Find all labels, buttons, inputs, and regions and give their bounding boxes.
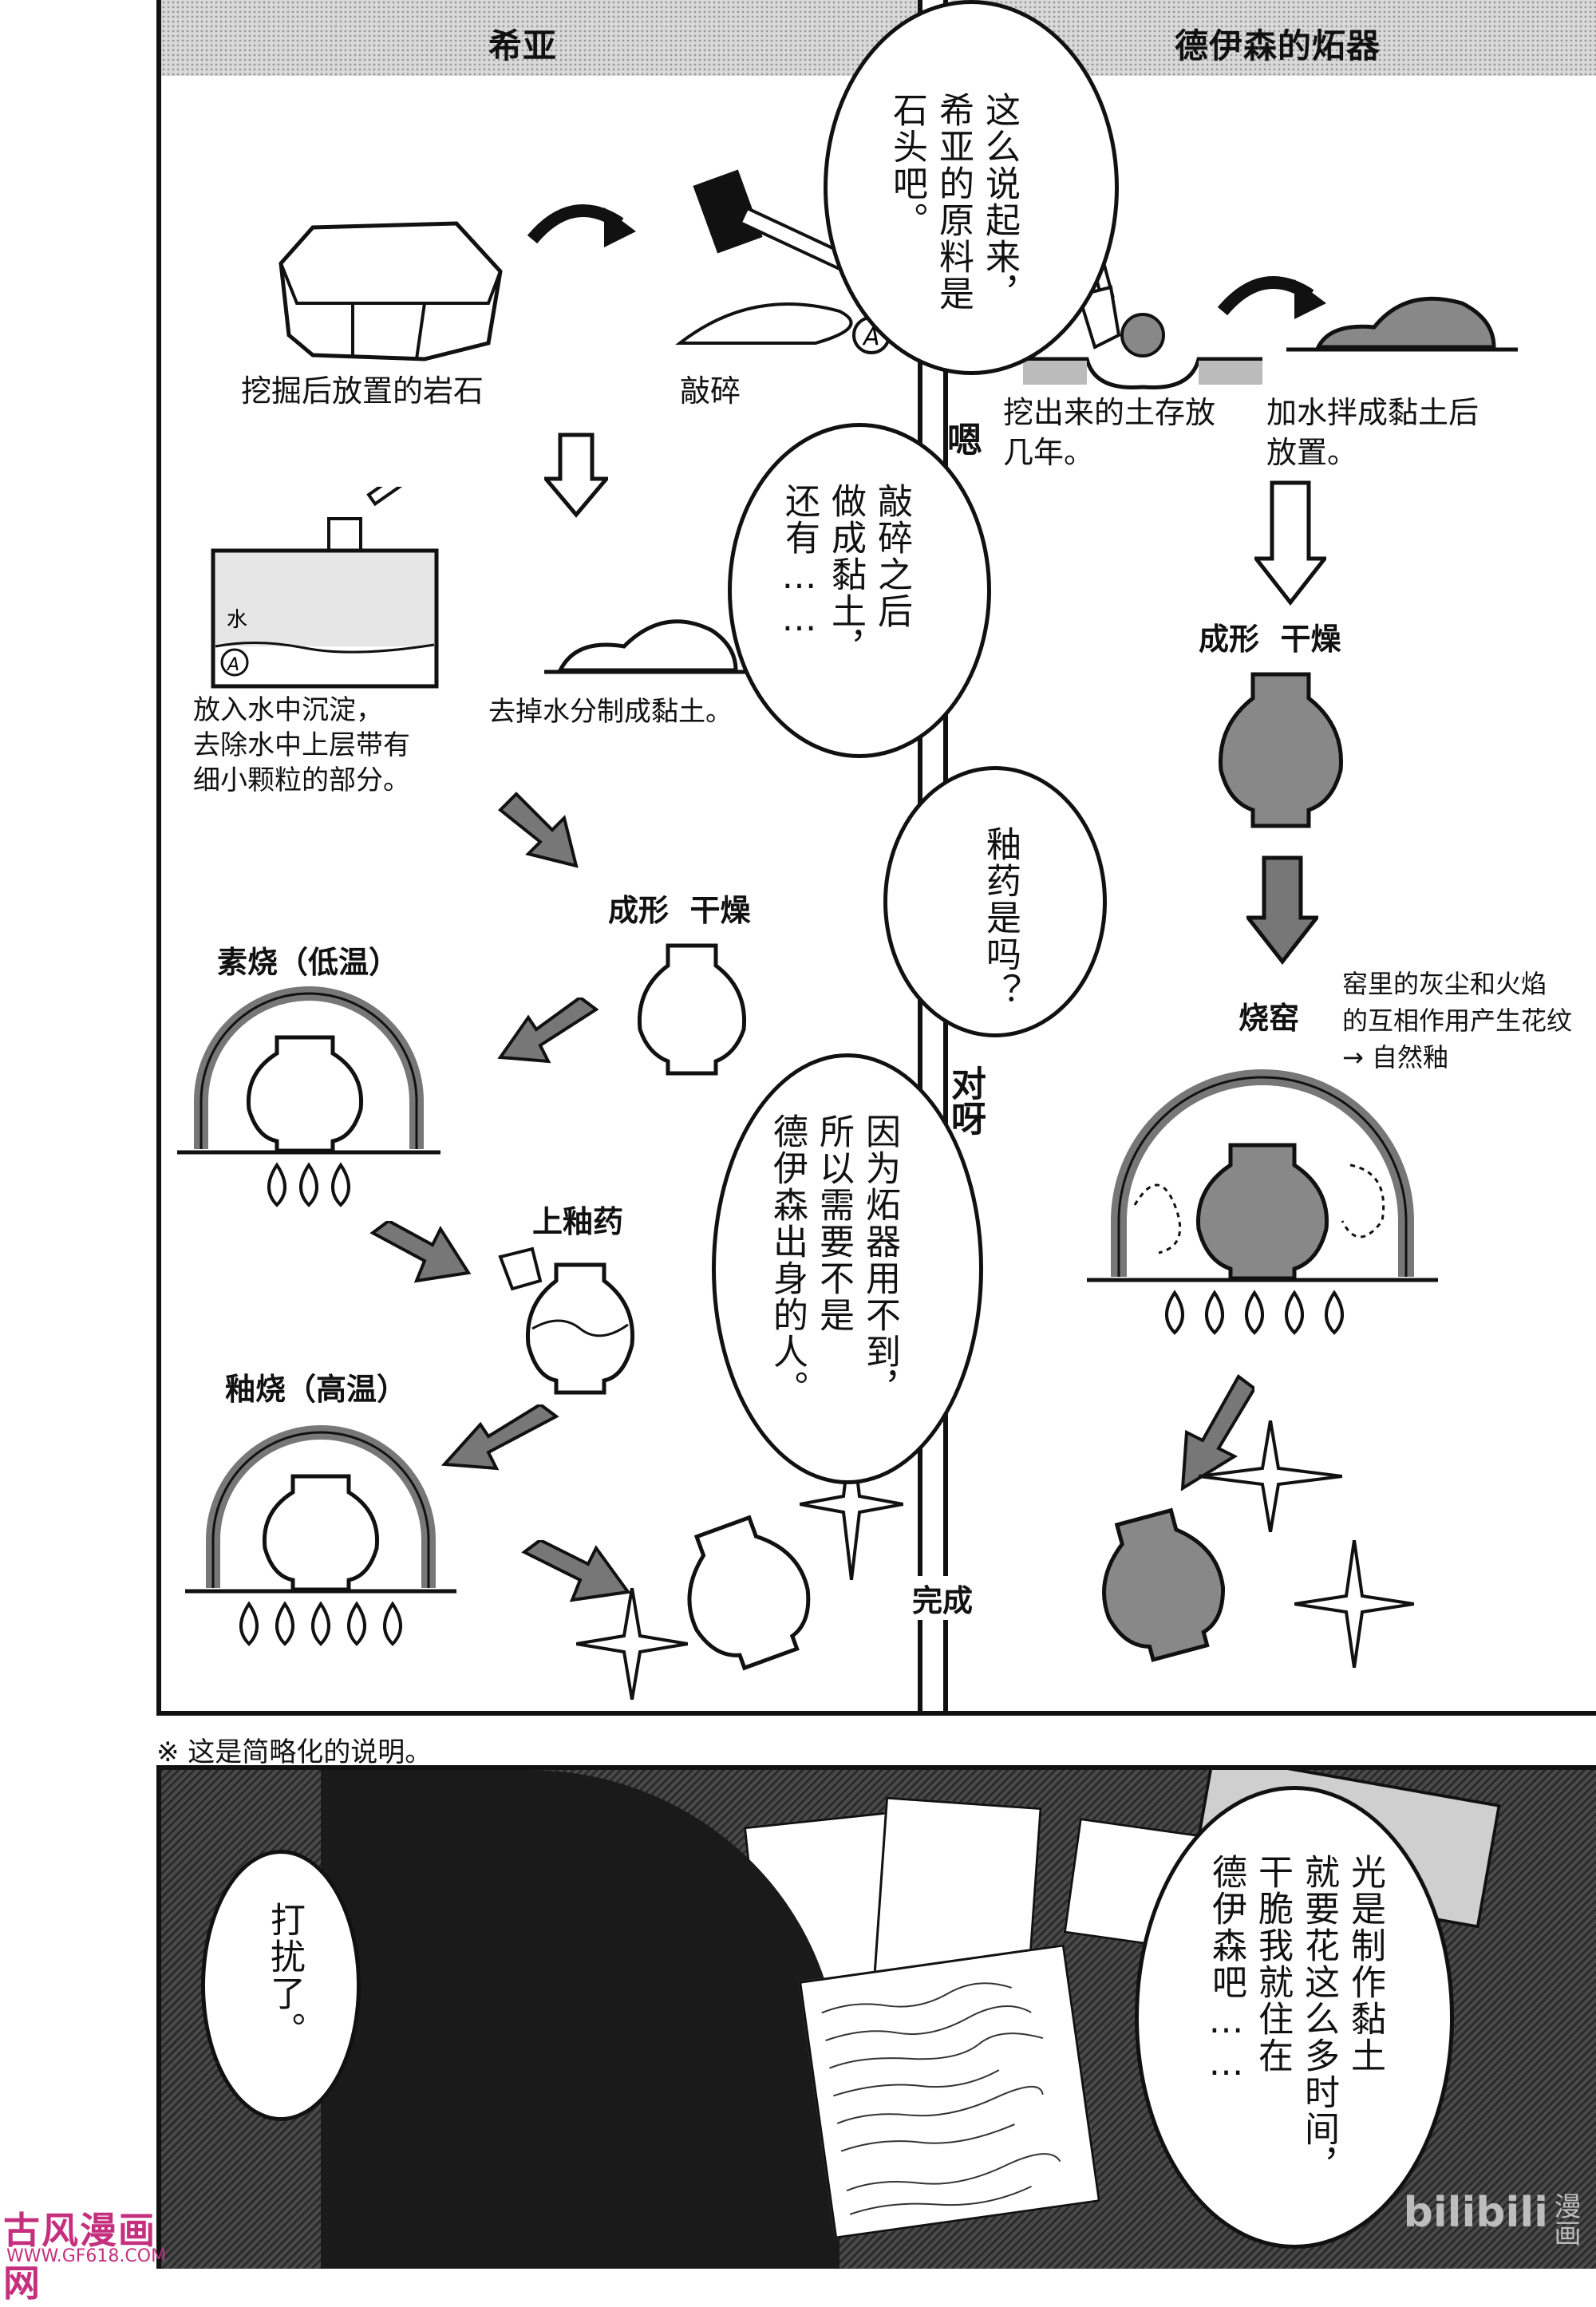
speech-bubble-live-in-deisen: 光是制作黏土 就要花这么多时间， 干脆我就住在 德伊森吧…… (1135, 1786, 1454, 2249)
clay-caption: 去掉水分制成黏土。 (488, 696, 733, 728)
sfx-duiya: 对呀 (945, 1065, 986, 1136)
bubble-text-glaze-question: 釉药是吗？ (980, 826, 1021, 1009)
handwritten-letter (798, 1944, 1101, 2239)
down-arrow-icon (544, 433, 608, 518)
diagram-panel: 希亚 德伊森的炻器 挖掘后放置的岩石 A 敲碎 水 A 放入水中沉淀， 去除水中 (156, 0, 1596, 1716)
speech-bubble-excuse-me: 打扰了。 (201, 1850, 361, 2121)
down-arrow-icon-2 (1254, 480, 1326, 606)
mix-caption: 加水拌成黏土后 放置。 (1266, 395, 1479, 470)
bubble-text-live-in-deisen: 光是制作黏土 就要花这么多时间， 干脆我就住在 德伊森吧…… (1206, 1854, 1385, 2184)
glaze-kiln-illustration (185, 1425, 456, 1646)
diagonal-arrow-icon-4 (1180, 1374, 1254, 1491)
footnote: ※ 这是简略化的说明。 (156, 1736, 433, 1768)
vase-glazing-illustration (498, 1246, 635, 1395)
right-shape-dry-label: 成形 干燥 (1199, 622, 1341, 657)
scene-panel: 打扰了。 光是制作黏土 就要花这么多时间， 干脆我就住在 德伊森吧…… bili… (156, 1765, 1596, 2269)
marker-a-text-2: A (226, 655, 239, 675)
bubble-text-outsider: 因为炻器用不到， 所以需要不是 德伊森出身的人。 (767, 1113, 900, 1407)
rock-illustration (279, 221, 503, 361)
settling-tank-illustration: 水 A (211, 487, 439, 689)
curved-arrow-icon-2 (1217, 276, 1326, 319)
sparkle-icon-3 (1199, 1420, 1342, 1532)
sparkle-icon-4 (1294, 1540, 1414, 1668)
diagonal-arrow-icon-2 (369, 1221, 472, 1283)
sparkle-icon-2 (800, 1428, 903, 1580)
site-url: WWW.GF618.COM (6, 2246, 167, 2266)
left-arrow-icon (497, 997, 599, 1064)
speech-bubble-crush-clay: 敲碎之后 做成黏土， 还有…… (728, 423, 991, 758)
glaze-fire-label: 釉烧（高温） (225, 1372, 408, 1407)
site-watermark: 古风漫画网 WWW.GF618.COM (0, 2202, 176, 2305)
finished-vase-left-illustration (687, 1515, 811, 1671)
bisque-fire-label: 素烧（低温） (217, 945, 400, 980)
left-header-band (161, 0, 919, 76)
left-margin (0, 0, 156, 2269)
bubble-text-crush-clay: 敲碎之后 做成黏土， 还有…… (779, 483, 912, 666)
right-column-title: 德伊森的炻器 (1175, 26, 1381, 65)
speech-bubble-raw-material: 这么说起来， 希亚的原料是 石头吧。 (824, 0, 1119, 375)
bilibili-manga-label: 漫画 (1549, 2192, 1581, 2246)
bilibili-logo: bilibili (1403, 2189, 1548, 2237)
left-column-title: 希亚 (488, 26, 558, 65)
flame-icon-group (267, 1162, 350, 1207)
rock-caption: 挖掘后放置的岩石 (241, 373, 484, 409)
vase-gray-illustration (1219, 672, 1343, 828)
water-label-text: 水 (227, 608, 247, 632)
speech-bubble-outsider: 因为炻器用不到， 所以需要不是 德伊森出身的人。 (712, 1053, 983, 1484)
kiln-note: 窑里的灰尘和火焰 的互相作用产生花纹 → 自然釉 (1342, 969, 1573, 1073)
gray-clay-illustration (1286, 296, 1518, 352)
wood-kiln-illustration (1087, 1069, 1438, 1335)
finish-label: 完成 (907, 1576, 978, 1620)
diagonal-arrow-icon-3 (521, 1540, 631, 1602)
bisque-kiln-illustration (177, 986, 440, 1207)
curved-arrow-icon (527, 204, 636, 247)
vase-dried-illustration (637, 943, 747, 1076)
letter-scribbles (821, 1982, 1061, 2215)
crush-caption: 敲碎 (680, 373, 741, 409)
bubble-text-raw-material: 这么说起来， 希亚的原料是 石头吧。 (887, 92, 1020, 312)
finished-vase-right-illustration (1102, 1507, 1226, 1662)
speech-bubble-glaze-question: 釉药是吗？ (883, 766, 1107, 1037)
bubble-text-excuse-me: 打扰了。 (264, 1902, 305, 2048)
diagonal-arrow-icon (498, 792, 579, 868)
sfx-en: 嗯 (941, 421, 982, 456)
settle-caption: 放入水中沉淀， 去除水中上层带有 细小颗粒的部分。 (193, 694, 410, 796)
flame-icon-group-3 (1165, 1290, 1344, 1335)
sparkle-icon (576, 1588, 688, 1700)
flame-icon-group-2 (239, 1601, 402, 1646)
down-arrow-icon-3 (1246, 855, 1318, 966)
left-shape-dry-label: 成形 干燥 (608, 893, 751, 928)
dig-caption: 挖出来的土存放 几年。 (1003, 395, 1216, 470)
clay-lump-illustration (544, 619, 752, 674)
left-arrow-icon-2 (440, 1404, 559, 1471)
glaze-label: 上釉药 (532, 1204, 624, 1239)
kiln-fire-label: 烧窑 (1238, 1001, 1300, 1036)
